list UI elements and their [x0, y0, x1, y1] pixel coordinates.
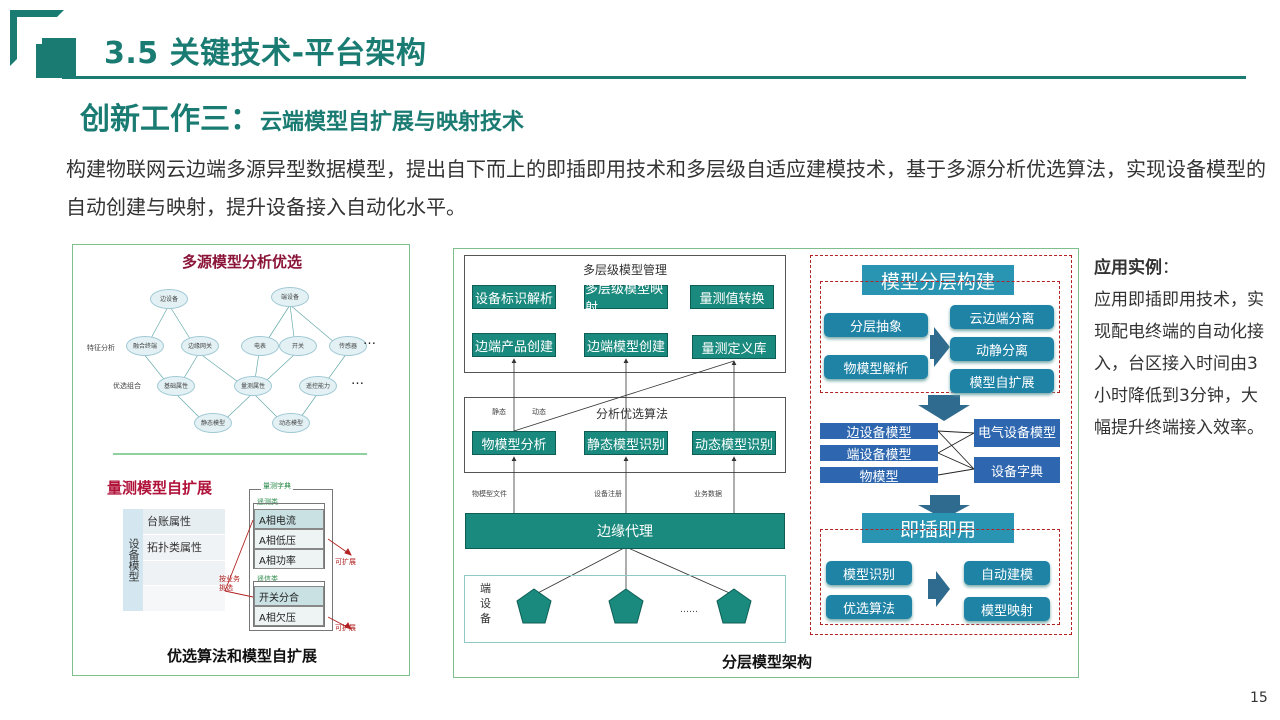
layer-item: 物模型解析 [824, 355, 928, 379]
ellipsis-2: … [351, 373, 364, 388]
model-management-box [464, 255, 786, 373]
flow-label: 业务数据 [694, 490, 722, 498]
node-end-device: 端设备 [271, 287, 309, 307]
dots: …… [680, 605, 698, 615]
measure-item: A相低压 [254, 529, 324, 549]
node-edge-device: 边设备 [150, 289, 188, 309]
node-dynamic-model: 动态模型 [272, 413, 310, 433]
measure-item: A相欠压 [254, 606, 324, 626]
mgmt-button: 量测定义库 [692, 335, 776, 359]
algo-tag-static: 静态 [492, 408, 506, 416]
measure-title: 量测模型自扩展 [107, 479, 213, 497]
ellipsis-1: … [363, 333, 376, 348]
plug-item: 模型识别 [826, 561, 912, 585]
expand-label: 可扩展 [335, 558, 356, 566]
intro-paragraph: 构建物联网云边端多源异型数据模型，提出自下而上的即插即用技术和多层级自适应建模技… [66, 157, 1266, 219]
mgmt-button: 量测值转换 [690, 285, 774, 309]
logo-block [36, 38, 76, 78]
block-arrows [918, 327, 970, 607]
logo-frame [10, 10, 64, 66]
mgmt-button: 边端产品创建 [472, 333, 556, 357]
page-number: 15 [1250, 690, 1268, 706]
algo-button: 动态模型识别 [692, 431, 776, 455]
mgmt-button: 多层级模型映射 [584, 282, 668, 316]
electric-device-model: 电气设备模型 [974, 419, 1060, 447]
algo-title: 分析优选算法 [596, 407, 669, 421]
feature-analysis-label: 特征分析 [87, 344, 115, 352]
expand-label: 可扩展 [335, 624, 356, 632]
flow-label: 物模型文件 [472, 490, 507, 498]
mgmt-button: 边端模型创建 [584, 333, 668, 357]
layer-item: 分层抽象 [824, 313, 928, 337]
flow-label: 设备注册 [594, 490, 622, 498]
node-sensor: 传感器 [329, 336, 367, 356]
node-edge-gateway: 边缘网关 [181, 336, 219, 356]
layered-build-box [810, 255, 1072, 635]
title-divider [62, 76, 1246, 79]
middle-caption: 分层模型架构 [721, 653, 812, 671]
measure-item: A相功率 [254, 549, 324, 569]
node-basic-attr: 基础属性 [157, 376, 195, 396]
left-panel: 多源模型分析优选 边设备 端设备 特征分析 融合终端 边缘网关 电表 开关 传感… [72, 244, 410, 676]
mgmt-button: 设备标识解析 [472, 285, 556, 309]
left-caption: 优选算法和模型自扩展 [166, 647, 317, 665]
side-note-label: 应用实例 [1094, 258, 1162, 278]
architecture-arrows [511, 358, 737, 596]
algo-tag-dynamic: 动态 [532, 408, 546, 416]
model-bar: 边设备模型 [820, 423, 938, 441]
plug-item: 优选算法 [826, 595, 912, 619]
mgmt-title: 多层级模型管理 [582, 263, 667, 277]
layer-item: 云边端分离 [950, 305, 1054, 329]
algo-button: 物模型分析 [472, 431, 556, 455]
node-switch: 开关 [279, 336, 317, 356]
attr-ledger: 台账属性 [143, 509, 225, 534]
subtitle-sub: 云端模型自扩展与映射技术 [260, 110, 525, 135]
select-by-business-label: 按业务挑选 [219, 575, 240, 592]
telesignal-group-label: 遥信类 [257, 575, 278, 583]
measure-arrows [224, 519, 352, 630]
plug-item: 自动建模 [964, 561, 1050, 585]
attr-topology: 拓扑类属性 [143, 535, 225, 560]
layer-item: 模型自扩展 [950, 369, 1054, 393]
node-measure-attr: 量测属性 [234, 376, 272, 396]
end-device-box [464, 575, 786, 643]
side-note-text: 应用即插即用技术，实现配电终端的自动化接入，台区接入时间由3小时降低到3分钟，大… [1094, 290, 1264, 438]
algo-button: 静态模型识别 [584, 431, 668, 455]
measure-item: A相电流 [254, 509, 324, 529]
middle-panel: 多层级模型管理 设备标识解析 多层级模型映射 量测值转换 边端产品创建 边端模型… [453, 248, 1079, 678]
dictionary-links [937, 430, 975, 476]
edge-proxy: 边缘代理 [465, 513, 785, 549]
model-bar: 物模型 [820, 467, 938, 485]
plug-item: 模型映射 [964, 597, 1050, 621]
device-model-label: 设备模型 [123, 509, 143, 611]
end-device-icons [516, 588, 752, 624]
measure-item: 开关分合 [254, 586, 324, 606]
telemetry-group-label: 遥测类 [257, 498, 278, 506]
node-static-model: 静态模型 [194, 413, 232, 433]
page-title: 3.5 关键技术-平台架构 [104, 36, 427, 71]
node-meter: 电表 [241, 336, 279, 356]
side-note: 应用实例： 应用即插即用技术，实现配电终端的自动化接入，台区接入时间由3小时降低… [1094, 258, 1264, 438]
node-remote-control: 遥控能力 [299, 376, 337, 396]
algorithm-box [464, 397, 786, 473]
section-subtitle: 创新工作三：云端模型自扩展与映射技术 [80, 94, 524, 138]
measure-dict-header: 量测字典 [261, 481, 293, 491]
layer-item: 动静分离 [950, 337, 1054, 361]
end-device-label: 端设备 [480, 582, 491, 625]
subtitle-main: 创新工作三： [80, 102, 260, 137]
analysis-title: 多源模型分析优选 [181, 253, 302, 271]
left-divider [113, 453, 367, 455]
device-dictionary: 设备字典 [974, 457, 1060, 483]
optimal-combination-label: 优选组合 [113, 382, 141, 390]
node-fusion-terminal: 融合终端 [126, 336, 164, 356]
model-bar: 端设备模型 [820, 445, 938, 463]
